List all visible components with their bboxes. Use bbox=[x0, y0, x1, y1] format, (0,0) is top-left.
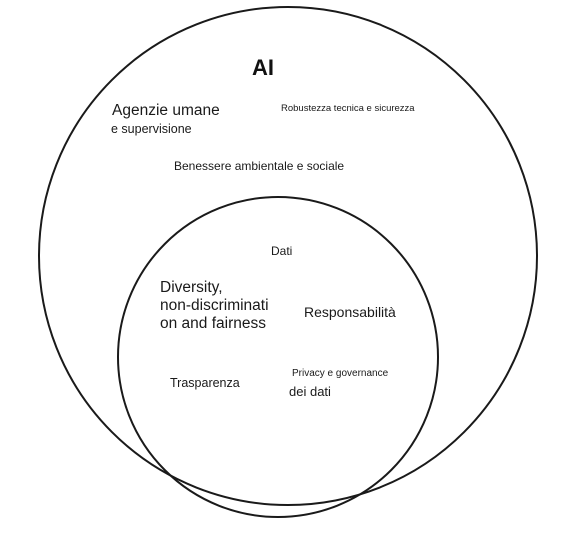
label-diversity: Diversity, non-discriminati on and fairn… bbox=[160, 279, 269, 332]
inner-circle-data bbox=[117, 196, 439, 518]
ai-title: AI bbox=[252, 55, 274, 80]
label-robustezza: Robustezza tecnica e sicurezza bbox=[281, 103, 415, 114]
label-supervisione: e supervisione bbox=[111, 122, 192, 136]
label-responsabilita: Responsabilità bbox=[304, 304, 396, 320]
label-dati: Dati bbox=[271, 244, 293, 258]
label-dei-dati: dei dati bbox=[289, 384, 331, 399]
label-benessere: Benessere ambientale e sociale bbox=[174, 159, 345, 173]
label-privacy: Privacy e governance bbox=[292, 368, 389, 379]
label-agenzie-umane: Agenzie umane bbox=[112, 102, 220, 119]
label-trasparenza: Trasparenza bbox=[170, 376, 240, 390]
outer-circle-ai bbox=[38, 6, 538, 506]
